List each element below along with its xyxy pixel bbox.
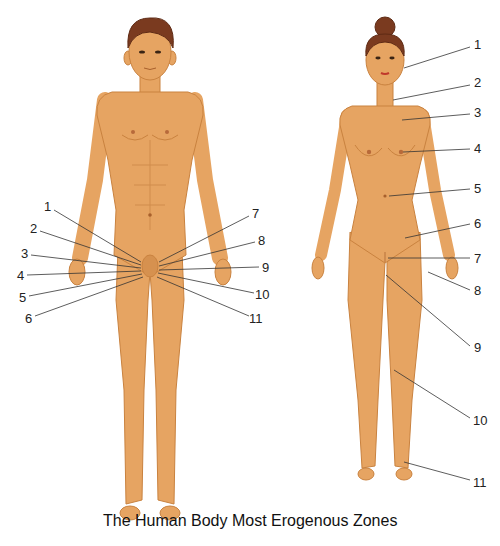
callout-number: 10 [255,288,269,301]
callout-number: 9 [262,261,269,274]
callout-number: 11 [473,476,487,489]
callout-number: 10 [473,414,487,427]
callout-number: 7 [252,207,259,220]
callout-number: 5 [19,291,26,304]
callout-number: 6 [25,312,32,325]
callout-number: 1 [474,38,481,51]
callout-number: 8 [474,284,481,297]
caption: The Human Body Most Erogenous Zones [103,513,397,529]
callout-number: 7 [474,252,481,265]
callout-number: 2 [30,222,37,235]
callout-number: 3 [474,106,481,119]
female-figure [312,17,458,480]
callout-number: 2 [474,76,481,89]
callout-number: 3 [21,247,28,260]
callout-number: 4 [17,269,24,282]
callout-number: 9 [474,341,481,354]
callout-number: 11 [249,312,263,325]
callout-number: 1 [44,200,51,213]
callout-number: 8 [258,234,265,247]
callout-number: 4 [474,142,481,155]
callout-number: 6 [474,217,481,230]
callout-number: 5 [474,182,481,195]
leader-lines [27,47,470,480]
